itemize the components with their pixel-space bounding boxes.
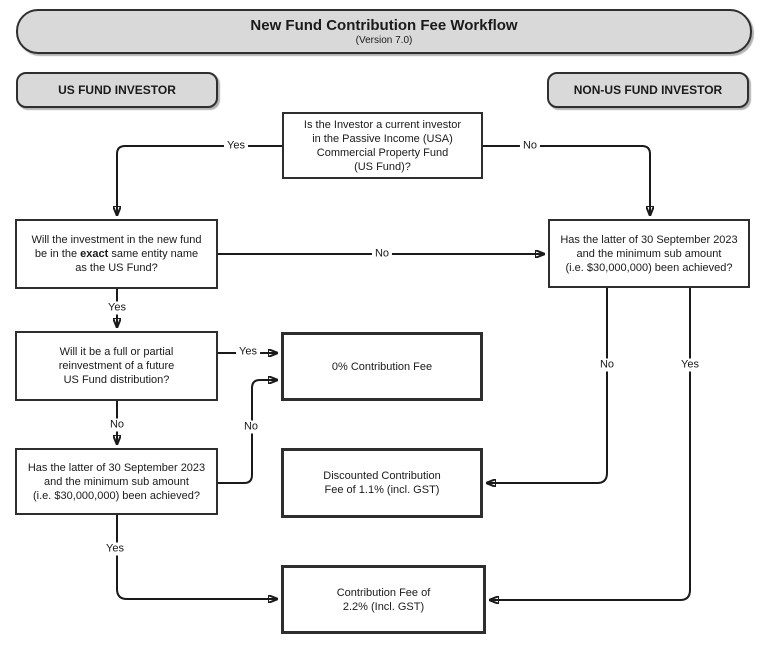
edge-label-minsub-right-no: No [596, 358, 618, 372]
node-entity-name-question: Will the investment in the new fund be i… [15, 219, 218, 289]
edge-label-minsub-left-up-no: No [240, 420, 262, 434]
node-min-sub-left-question: Has the latter of 30 September 2023 and … [15, 448, 218, 515]
node-text-line: reinvestment of a future [58, 360, 175, 372]
edge-label-top-no: No [519, 139, 541, 153]
lane-us-fund-investor: US FUND INVESTOR [16, 72, 218, 108]
node-discounted-fee-result: Discounted Contribution Fee of 1.1% (inc… [281, 448, 483, 518]
node-text-line: Has the latter of 30 September 2023 [560, 233, 738, 246]
edge-top-no [483, 145, 650, 216]
node-text-line: Commercial Property Fund [316, 146, 449, 159]
node-text-line: in the Passive Income (USA) [312, 132, 453, 145]
lane-us-label: US FUND INVESTOR [58, 83, 176, 97]
node-current-investor-question: Is the Investor a current investor in th… [282, 112, 483, 179]
node-text-bold-segment: exact [80, 248, 109, 260]
edge-label-minsub-left-yes: Yes [103, 542, 127, 556]
edge-label-reinvest-no: No [106, 418, 128, 432]
node-text-line: (US Fund)? [354, 160, 411, 173]
node-text-line: and the minimum sub amount [44, 475, 189, 488]
edge-minsub-right-yes [489, 288, 691, 600]
node-text-line: 2.2% (Incl. GST) [342, 600, 425, 613]
node-zero-fee-result: 0% Contribution Fee [281, 332, 483, 401]
lane-non-us-fund-investor: NON-US FUND INVESTOR [547, 72, 749, 108]
page-title: New Fund Contribution Fee Workflow [250, 16, 518, 34]
node-text-line: (i.e. $30,000,000) been achieved? [33, 489, 200, 502]
node-text-segment: same entity name [108, 248, 199, 260]
edge-label-top-yes: Yes [224, 139, 248, 153]
edge-label-entity-yes: Yes [105, 301, 129, 315]
edge-label-reinvest-yes: Yes [236, 345, 260, 359]
node-text-line: Has the latter of 30 September 2023 [27, 461, 206, 474]
node-full-fee-result: Contribution Fee of 2.2% (Incl. GST) [281, 565, 486, 634]
node-min-sub-right-question: Has the latter of 30 September 2023 and … [548, 219, 750, 288]
node-text-segment: be in the [34, 248, 81, 260]
node-text-line: as the US Fund? [75, 262, 158, 274]
node-text-line: US Fund distribution? [63, 374, 170, 386]
edge-label-minsub-right-yes: Yes [678, 358, 702, 372]
edge-top-yes [117, 145, 282, 216]
edge-minsub-right-no [486, 288, 608, 483]
node-text-line: Will the investment in the new fund [31, 234, 202, 246]
node-text-line: and the minimum sub amount [576, 247, 722, 260]
node-reinvestment-question: Will it be a full or partial reinvestmen… [15, 331, 218, 401]
node-text-line: 0% Contribution Fee [331, 360, 433, 373]
node-text-line: Contribution Fee of [336, 586, 431, 599]
node-text-line: Fee of 1.1% (incl. GST) [324, 484, 440, 496]
node-text-line: be in the exact same entity name [35, 247, 198, 261]
node-text-line: Will it be a full or partial [59, 346, 174, 358]
node-text-line: Is the Investor a current investor [303, 118, 462, 131]
node-text-line: Discounted Contribution [323, 470, 441, 482]
title-banner: New Fund Contribution Fee Workflow (Vers… [16, 9, 752, 54]
lane-non-us-label: NON-US FUND INVESTOR [573, 83, 723, 97]
node-text-line: (i.e. $30,000,000) been achieved? [565, 261, 733, 274]
version-label: (Version 7.0) [355, 34, 413, 46]
edge-minsub-left-yes [116, 515, 278, 599]
edge-label-entity-no: No [371, 247, 393, 261]
